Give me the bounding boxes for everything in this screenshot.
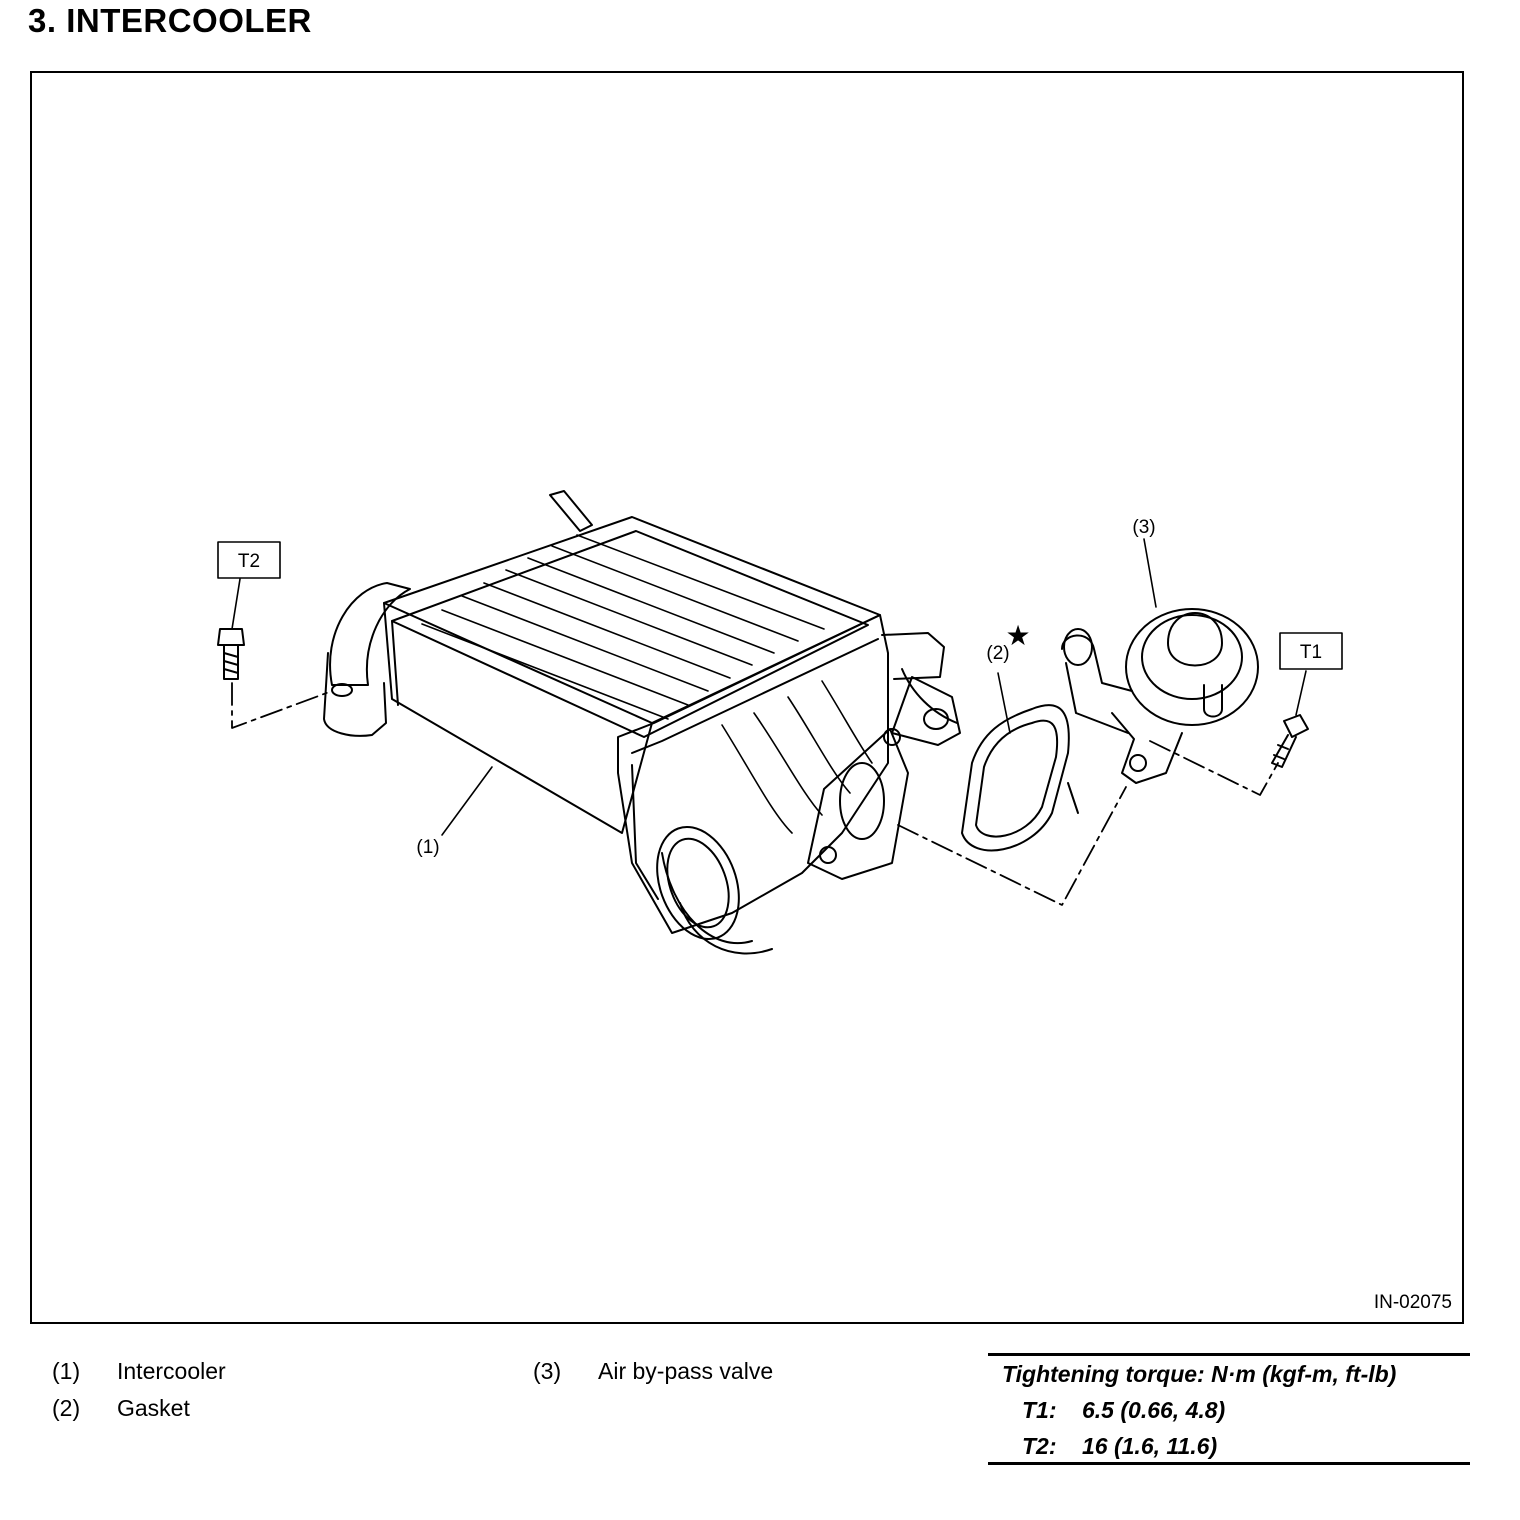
gasket-part [961,704,1079,852]
core-fins [421,534,825,720]
callout-2: (2) [986,643,1009,664]
callout-1: (1) [416,837,439,858]
callout-3: (3) [1132,517,1155,538]
t1-label: T1 [1300,642,1322,663]
bolt-t1 [1271,714,1309,768]
intercooler-part [323,490,961,955]
section-title: 3. INTERCOOLER [28,2,312,39]
torque-value: 16 (1.6, 11.6) [1082,1433,1218,1459]
torque-key: T2: [1022,1433,1057,1459]
t1-box [1279,632,1343,670]
exploded-view-diagram: T2 T1 (1) (2) (3) ★ [217,490,1343,955]
assembly-lines [231,682,1279,906]
bolt-t2 [217,628,245,680]
torque-value: 6.5 (0.66, 4.8) [1082,1397,1226,1423]
torque-row-t2: T2: 16 (1.6, 11.6) [1022,1433,1217,1460]
star-icon: ★ [1005,619,1030,652]
diagram-frame: T2 T1 (1) (2) (3) ★ IN-02075 [30,71,1464,1324]
t2-box [217,541,281,579]
t2-label: T2 [238,551,260,572]
leader-lines [231,538,1307,836]
legend-name: Intercooler [117,1358,226,1384]
torque-row-t1: T1: 6.5 (0.66, 4.8) [1022,1397,1225,1424]
torque-header: Tightening torque: N·m (kgf-m, ft-lb) [1002,1361,1397,1387]
figure-id: IN-02075 [1373,1292,1452,1313]
bypass-valve-part [1061,608,1259,784]
torque-table: Tightening torque: N·m (kgf-m, ft-lb) T1… [988,1353,1470,1465]
torque-key: T1: [1022,1397,1057,1423]
legend-name: Air by-pass valve [598,1358,774,1384]
legend-name: Gasket [117,1395,190,1421]
legend-number: (2) [52,1395,81,1421]
legend-number: (1) [52,1358,81,1384]
legend-number: (3) [533,1358,562,1384]
